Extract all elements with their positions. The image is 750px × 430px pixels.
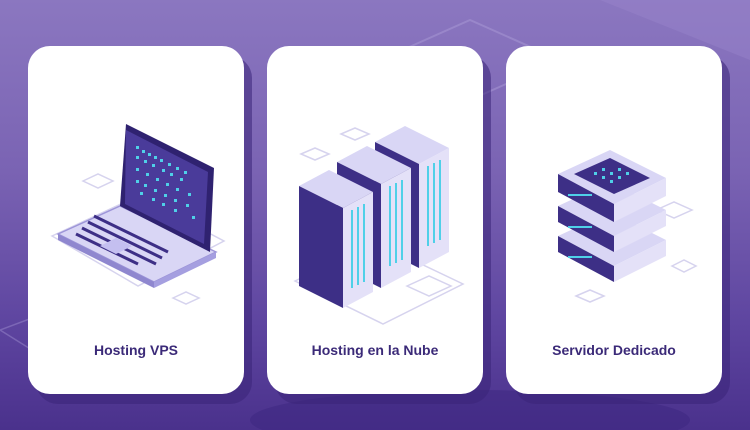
card-label: Hosting VPS (93, 342, 178, 358)
card-servidor-dedicado[interactable]: Servidor Dedicado (506, 46, 722, 394)
card-hosting-vps[interactable]: Hosting VPS (28, 46, 244, 394)
card-hosting-nube[interactable]: Hosting en la Nube (267, 46, 483, 394)
server-towers-icon (293, 126, 465, 325)
stacked-server-icon (558, 150, 698, 303)
card-label: Hosting en la Nube (311, 342, 439, 358)
card-label: Servidor Dedicado (552, 342, 676, 358)
laptop-icon (50, 124, 226, 305)
